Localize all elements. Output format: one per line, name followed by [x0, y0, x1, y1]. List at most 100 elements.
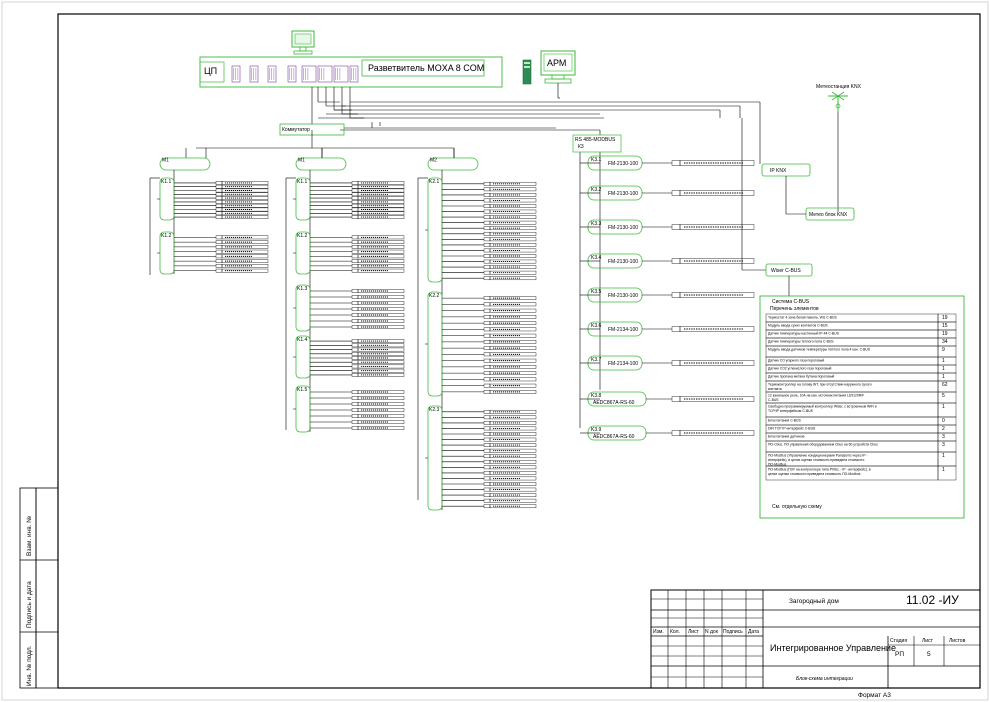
device-cell [489, 248, 537, 253]
legend-row: Термоконтроллер на голову WT, при отсутс… [765, 380, 957, 393]
terminal [483, 476, 491, 481]
legend-row-qty: 15 [942, 323, 948, 329]
knx-group: Метеостанция KNX IP KNX Метео блок KNX W… [761, 84, 862, 296]
module-device-cell [679, 190, 755, 196]
device-cell [221, 259, 269, 263]
tb-col-kol: Кол. [670, 629, 680, 635]
legend-row-qty: 3 [942, 442, 945, 448]
legend-qty-cell [937, 465, 957, 481]
device-cell [357, 307, 405, 311]
device-cell [489, 432, 537, 436]
cabinet: K1.2 [157, 231, 269, 275]
device-cell [489, 226, 537, 231]
terminal [351, 420, 359, 424]
terminal [483, 346, 491, 350]
terminal [351, 339, 359, 343]
legend-row-text: TCP/IP интерфейсом C-BUS [768, 409, 814, 413]
legend-qty-cell [937, 432, 957, 442]
device-cell [357, 184, 405, 189]
module-device-cell [679, 258, 755, 264]
legend-qty-cell [937, 424, 957, 434]
legend-row: Термостат 4 зона белая панель, Wiz C-BUS… [765, 313, 957, 323]
drawing-frame [57, 13, 981, 689]
terminal [215, 196, 223, 200]
module-model: AEDC867A-RS-60 [593, 434, 635, 440]
device-cell [221, 184, 269, 189]
legend-row-text: Датчик температуры теплого пола C-BUS [768, 339, 834, 343]
device-cell [489, 352, 537, 357]
legend-row-qty: 1 [942, 374, 945, 380]
terminal [351, 319, 359, 323]
legend-row-text: контакта [768, 387, 782, 391]
terminal [483, 296, 491, 300]
module-model: FM-2134-100 [608, 327, 638, 333]
bus-group-name: M2 [430, 158, 437, 164]
meteo-label: Метеостанция KNX [816, 84, 862, 90]
legend-row-qty: 3 [942, 434, 945, 440]
cabinet-id: K1.2 [161, 233, 172, 239]
terminal [351, 396, 359, 400]
device-cell [489, 504, 537, 509]
module-terminal [671, 258, 681, 264]
moxa-label: Разветвитель MOXA 8 COM [368, 63, 484, 73]
ip-knx-label: IP KNX [770, 168, 787, 174]
device-cell [357, 181, 405, 185]
terminal [351, 408, 359, 412]
module-id: K3.1 [591, 157, 602, 163]
device-cell [489, 346, 537, 350]
device-cell [221, 245, 269, 249]
side-stamp: Взам. инв. № Подпись и дата Инв. № подл. [19, 487, 59, 689]
device-cell [357, 319, 405, 323]
module-id: K3.5 [591, 289, 602, 295]
terminal [483, 315, 491, 319]
device-cell [489, 465, 537, 470]
terminal [351, 343, 359, 348]
module-terminal [671, 396, 681, 402]
legend-row-text: C-BUS [768, 398, 779, 402]
terminal [483, 327, 491, 332]
device-cell [221, 196, 269, 200]
device-cell [489, 409, 537, 414]
legend-row-qty: 1 [942, 404, 945, 410]
tb-col-ndok: N док [705, 629, 719, 635]
tb-col-data: Дата [748, 629, 759, 635]
device-cell [357, 356, 405, 360]
terminal [351, 301, 359, 305]
terminal [483, 365, 491, 369]
device-cell [489, 198, 537, 203]
title-block-text: Загородный дом 11.02 -ИУ Изм. Кол. Лист … [653, 593, 966, 699]
terminal [351, 184, 359, 189]
legend-row-text: ПО-Modbus (ПЗУ на контроллере типа PIXEL… [768, 467, 871, 471]
device-cell [357, 295, 405, 299]
legend-row-text: Датчик CO2 углекислого газа пороговый [768, 366, 832, 370]
device-cell [357, 235, 405, 240]
legend-row: Датчик пропана метана бутана пороговый 1 [765, 372, 957, 382]
device-cell [221, 235, 269, 240]
terminal [483, 209, 491, 214]
cabinet-id: K1.4 [297, 337, 308, 343]
device-cell [221, 200, 269, 204]
bus-header-box [159, 157, 211, 171]
terminal [483, 443, 491, 447]
terminal [483, 248, 491, 253]
terminal [351, 325, 359, 329]
wiser-label: Wiser C-BUS [771, 268, 801, 274]
terminal [483, 415, 491, 420]
terminal [483, 321, 491, 325]
module-device-cell [679, 292, 755, 298]
legend-row-text: Датчик пропана метана бутана пороговый [768, 374, 834, 378]
legend-row-qty: 5 [942, 393, 945, 399]
terminal [483, 504, 491, 509]
device-cell [221, 215, 269, 219]
terminal [483, 243, 491, 247]
stamp-signature-date: Подпись и дата [26, 581, 33, 628]
device-cell [221, 203, 269, 208]
bus-header-box [427, 157, 479, 171]
terminal [483, 204, 491, 208]
terminal [483, 448, 491, 453]
